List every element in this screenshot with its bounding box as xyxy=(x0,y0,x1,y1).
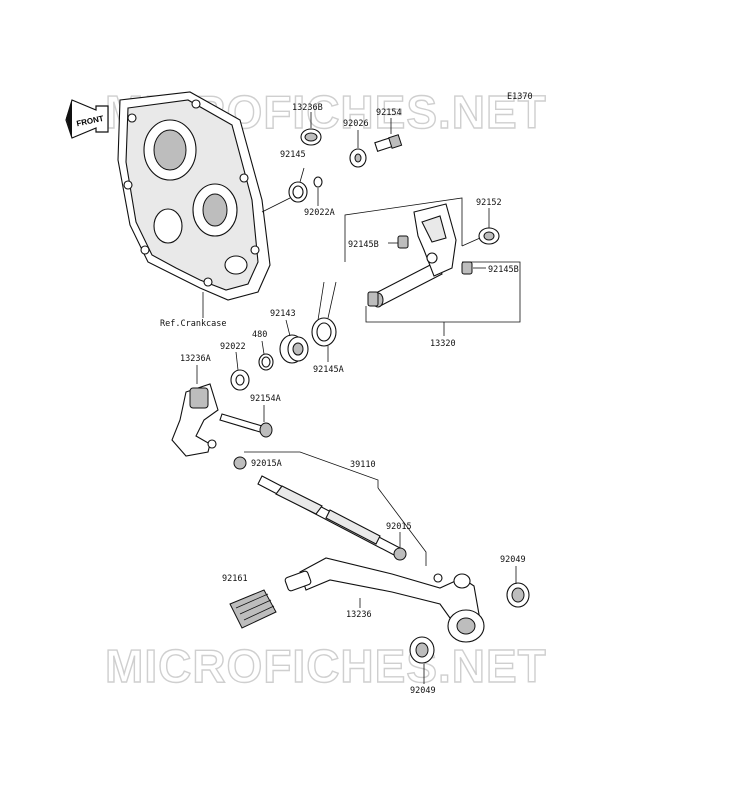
part-480-circlip-illustration xyxy=(258,353,274,371)
part-92022-washer-illustration xyxy=(230,369,250,391)
label-92145A: 92145A xyxy=(313,365,344,375)
part-13236B-illustration xyxy=(300,128,322,146)
label-92022A: 92022A xyxy=(304,208,335,218)
label-92015A: 92015A xyxy=(251,459,282,469)
label-92049-bottom: 92049 xyxy=(410,686,436,696)
label-92154-top: 92154 xyxy=(376,108,402,118)
leader-92152-b xyxy=(461,237,481,247)
part-92154A-bolt-illustration xyxy=(219,413,273,438)
label-92015: 92015 xyxy=(386,522,412,532)
part-92022A-illustration xyxy=(313,176,323,188)
label-39110: 39110 xyxy=(350,460,376,470)
part-92015-nut-illustration xyxy=(393,547,407,561)
bracket-13320-bottom xyxy=(365,261,521,323)
watermark-bottom: MICROFICHES.NET xyxy=(105,640,547,692)
part-13236-pedal-illustration xyxy=(284,557,485,643)
bracket-13320-top xyxy=(344,197,463,262)
label-92026: 92026 xyxy=(343,119,369,129)
part-92143-collar-illustration xyxy=(279,334,309,364)
shift-shaft-illustration xyxy=(367,203,457,308)
tie-rod-illustration xyxy=(257,475,401,557)
part-92015A-nut-illustration xyxy=(233,456,247,470)
label-13236B: 13236B xyxy=(292,103,323,113)
front-arrow-icon: FRONT xyxy=(65,99,109,139)
part-92152-illustration xyxy=(478,227,500,245)
label-92145B-right: 92145B xyxy=(488,265,519,275)
part-92145A-spring-illustration xyxy=(311,281,337,347)
part-92049-bottom-seal-illustration xyxy=(409,636,435,664)
part-92145B-right-spring-illustration xyxy=(461,261,473,275)
part-92026-illustration xyxy=(349,148,367,168)
part-92049-right-seal-illustration xyxy=(506,582,530,608)
part-92154-bolt-illustration xyxy=(374,134,403,152)
label-13236: 13236 xyxy=(346,610,372,620)
leader-crankcase-spring xyxy=(261,197,291,213)
part-92161-rubber-illustration xyxy=(229,589,277,629)
crankcase-illustration xyxy=(117,91,271,301)
label-92152: 92152 xyxy=(476,198,502,208)
label-480: 480 xyxy=(252,330,267,340)
label-92154A: 92154A xyxy=(250,394,281,404)
bracket-39110-left xyxy=(244,451,379,488)
leader-480 xyxy=(261,340,265,355)
diagram-code: E1370 xyxy=(507,92,533,102)
label-13320: 13320 xyxy=(430,339,456,349)
label-92161: 92161 xyxy=(222,574,248,584)
part-92145B-left-spring-illustration xyxy=(397,235,409,249)
label-92143: 92143 xyxy=(270,309,296,319)
leader-92022 xyxy=(235,351,239,371)
label-92145: 92145 xyxy=(280,150,306,160)
label-92022: 92022 xyxy=(220,342,246,352)
leader-92143 xyxy=(285,319,291,337)
label-ref-crankcase: Ref.Crankcase xyxy=(160,319,227,329)
label-92145B-left: 92145B xyxy=(348,240,379,250)
part-92145-spring-illustration xyxy=(288,167,308,203)
label-13236A: 13236A xyxy=(180,354,211,364)
bracket-39110-right xyxy=(377,487,427,566)
part-13236A-lever-illustration xyxy=(171,383,219,457)
label-92049-right: 92049 xyxy=(500,555,526,565)
